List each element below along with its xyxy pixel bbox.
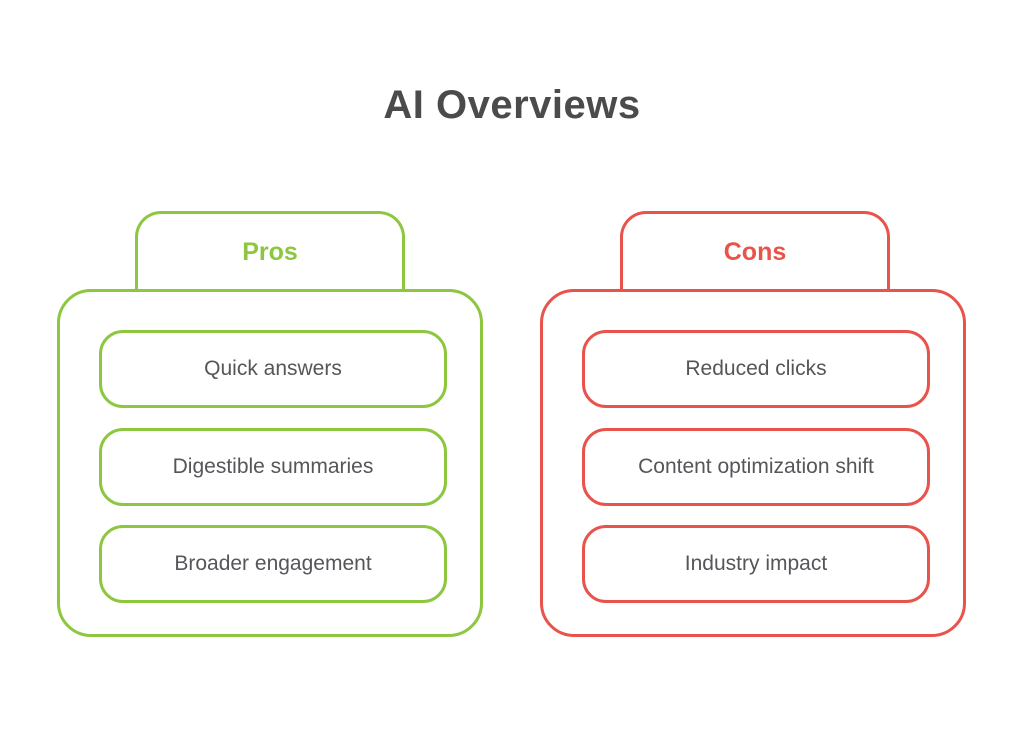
cons-tab: Cons: [620, 211, 890, 291]
cons-item: Reduced clicks: [582, 330, 930, 408]
cons-item: Industry impact: [582, 525, 930, 603]
cons-item-label: Content optimization shift: [638, 455, 874, 478]
pros-tab-label: Pros: [242, 238, 298, 266]
cons-panel: Reduced clicks Content optimization shif…: [540, 289, 966, 637]
cons-item: Content optimization shift: [582, 428, 930, 506]
pros-item: Digestible summaries: [99, 428, 447, 506]
pros-item-label: Quick answers: [204, 357, 342, 380]
cons-item-label: Reduced clicks: [685, 357, 827, 380]
cons-tab-label: Cons: [723, 238, 787, 266]
page-title: AI Overviews: [383, 83, 641, 127]
cons-item-label: Industry impact: [684, 552, 828, 575]
pros-item: Broader engagement: [99, 525, 447, 603]
pros-item-label: Broader engagement: [174, 552, 372, 575]
pros-item: Quick answers: [99, 330, 447, 408]
pros-tab: Pros: [135, 211, 405, 291]
pros-panel: Quick answers Digestible summaries Broad…: [57, 289, 483, 637]
pros-item-label: Digestible summaries: [172, 455, 374, 478]
